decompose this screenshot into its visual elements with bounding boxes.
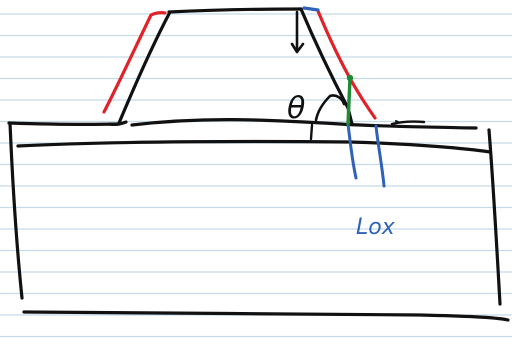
blue-marks (302, 6, 386, 188)
green-marker (346, 74, 354, 126)
substrate-top-dash (390, 120, 426, 126)
green-vertical-bar (346, 76, 352, 126)
red-left-spacer (102, 11, 167, 114)
oxide-inner-line (16, 139, 492, 154)
red-right-spacer (316, 9, 377, 120)
gate-right-wall (299, 7, 354, 126)
spacer-red-outline (102, 9, 377, 120)
angle-arc (314, 94, 346, 122)
gate-top-edge (167, 7, 303, 14)
theta-label: θ (287, 91, 305, 126)
ruled-lines (0, 13, 512, 338)
angle-annotation (290, 10, 346, 141)
gate-left-wall (117, 10, 172, 125)
blue-oxide-line-left (346, 122, 358, 180)
blue-top-cap (302, 6, 320, 12)
substrate-top-edge (7, 121, 121, 127)
substrate-outline (7, 118, 510, 322)
blue-oxide-line-right (374, 124, 386, 188)
substrate-left-edge (8, 121, 24, 300)
angle-tick (309, 123, 314, 141)
green-dot (346, 74, 354, 82)
substrate-bottom-edge (22, 310, 510, 322)
lox-label: Lox (356, 215, 396, 240)
gate-trapezoid (108, 7, 354, 126)
depth-arrow-head (290, 42, 305, 54)
substrate-right-edge (487, 128, 502, 306)
substrate-top-edge-right (130, 118, 478, 130)
small-dot-mark (395, 120, 399, 123)
gate-foot-left (108, 120, 128, 126)
